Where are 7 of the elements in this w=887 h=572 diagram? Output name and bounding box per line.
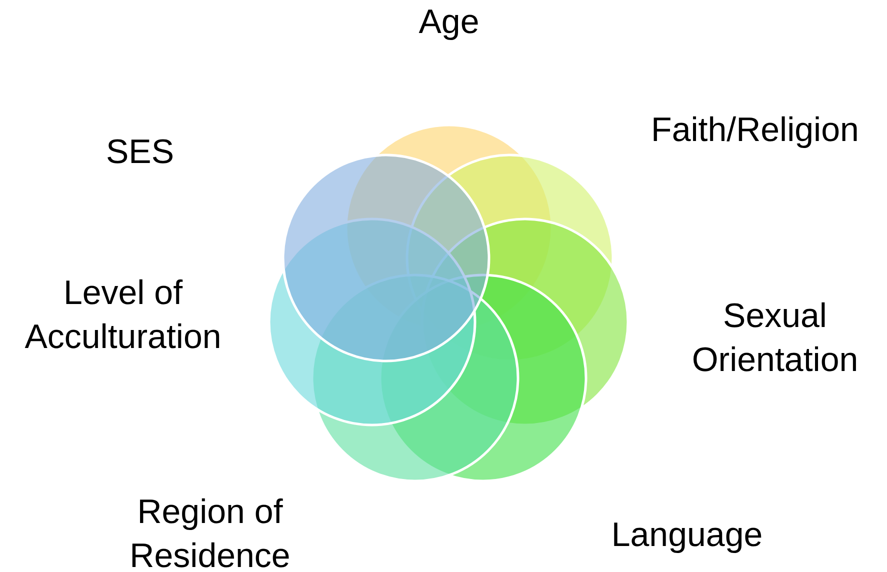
circle-label: Sexual Orientation xyxy=(690,296,860,381)
circle-label: Language xyxy=(610,515,764,556)
circle-label: Region of Residence xyxy=(128,492,292,572)
circle-label: Faith/Religion xyxy=(650,110,860,151)
circle-label: SES xyxy=(104,132,176,173)
circle-label: Age xyxy=(418,2,480,43)
circle-label: Level of Acculturation xyxy=(24,273,222,358)
